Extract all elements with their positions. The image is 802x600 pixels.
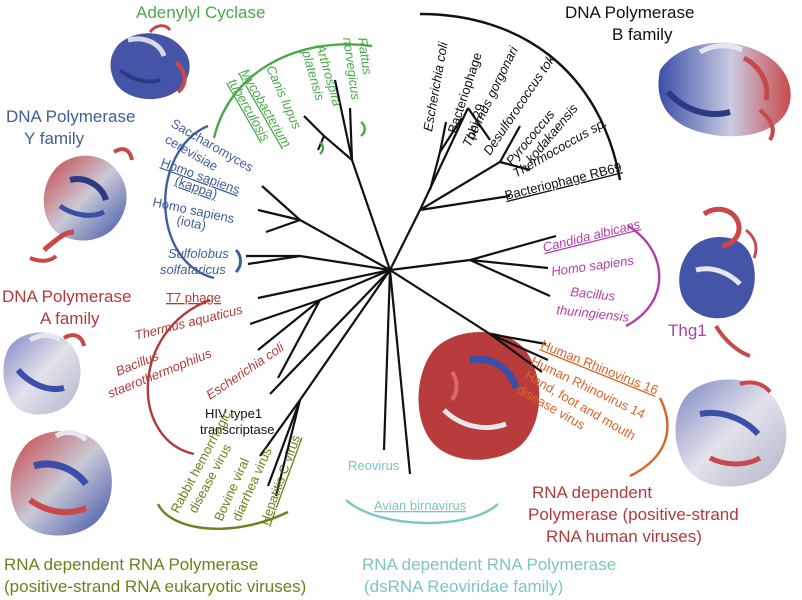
leaf-hiv-l2: transcriptase [200,422,274,437]
poly-title-line2: Y family [24,129,85,148]
rdrp-human-arc [629,397,669,478]
leaf-t7: T7 phage [166,290,221,305]
leaf-rattus-l1: Rattus [355,36,375,76]
rdrp-ds-title-line2: (dsRNA Reoviridae family) [364,577,563,596]
rdrp-euk-title-line2: (positive-strand RNA eukaryotic viruses) [4,577,306,596]
leaf-sulfolobus-l1: Sulfolobus [168,246,229,261]
rdrp-human-title-line3: RNA human viruses) [546,527,702,546]
structure-polymerase-y [29,147,134,263]
adenylyl-cyclase-title: Adenylyl Cyclase [136,3,265,22]
pola-title-line1: DNA Polymerase [2,287,131,306]
structure-rdrp-dsrna [418,332,540,460]
leaf-reovirus: Reovirus [348,458,400,473]
poly-arc [164,124,215,280]
thg1-arc [625,224,661,328]
adenylyl-small-bracket [360,121,366,137]
rdrp-ds-title-line1: RNA dependent RNA Polymerase [362,555,616,574]
leaf-ecoli-b: Escherichia coli [420,40,451,133]
polb-arc [419,12,622,181]
rdrp-human-title-line1: RNA dependent [532,483,652,502]
leaf-sulfolobus-l2: solfataricus [160,262,226,277]
leaf-thermus-aq: Thermus aquaticus [133,301,244,342]
poly-small-bracket [234,248,242,274]
polb-title-line2: B family [612,25,673,44]
leaf-hs-iota-l2: (iota) [175,212,207,233]
pola-title-line2: A family [40,309,100,328]
leaf-hiv-l1: HIV type1 [205,406,262,421]
leaf-bacillus-thur-l2: thuringiensis [556,302,631,325]
rdrp-ds-arc [345,499,499,525]
structure-rdrp-human [675,379,787,487]
adenylyl-small-bracket-2 [319,141,325,155]
leaf-candida: Candida albicans [541,216,642,255]
polb-title-line1: DNA Polymerase [565,3,694,22]
leaf-ecoli-a: Escherichia coli [203,339,287,403]
adenylyl-cyclase-arc [212,43,373,139]
poly-title-line1: DNA Polymerase [6,107,135,126]
pola-arc [146,298,211,456]
structure-polymerase-b [658,42,791,142]
leaf-birnavirus: Avian birnavirus [374,498,467,513]
tree-branches [246,79,557,497]
rdrp-human-title-line2: Polymerase (positive-strand [528,505,739,524]
structure-adenylyl-cyclase [110,24,190,100]
leaf-hs-thg1: Homo sapiens [550,252,635,278]
rdrp-euk-title-line1: RNA dependent RNA Polymerase [4,555,258,574]
structure-thg1 [679,206,758,358]
rdrp-euk-arc [156,503,289,530]
leaf-bacillus-thur-l1: Bacillus [570,284,617,304]
structure-polymerase-a [3,332,86,415]
structure-rdrp-eukaryotic [10,430,112,536]
thg1-title: Thg1 [668,321,707,340]
